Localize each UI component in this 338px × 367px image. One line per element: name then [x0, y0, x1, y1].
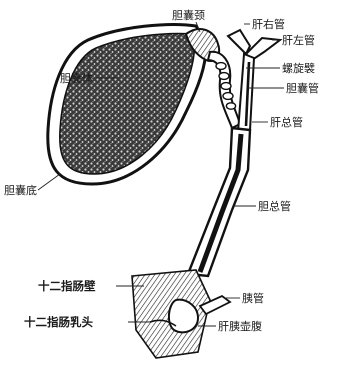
label-pancreatic-duct: 胰管	[242, 292, 264, 305]
right-hepatic-duct-shape	[228, 30, 250, 54]
label-cystic-duct: 胆囊管	[286, 82, 319, 95]
label-common-hepatic-duct: 肝总管	[270, 116, 303, 129]
label-gallbladder-body: 胆囊体	[60, 72, 93, 85]
label-duodenal-papilla: 十二指肠乳头	[24, 316, 93, 329]
label-duodenal-wall: 十二指肠壁	[38, 280, 96, 293]
label-gallbladder-neck: 胆囊颈	[172, 9, 205, 22]
label-spiral-fold: 螺旋襞	[282, 62, 315, 75]
label-gallbladder-fundus: 胆囊底	[4, 184, 37, 197]
duodenum	[132, 270, 230, 358]
common-bile-duct-shape	[188, 128, 250, 276]
label-left-hepatic-duct: 肝左管	[282, 34, 315, 47]
label-right-hepatic-duct: 肝右管	[252, 18, 285, 31]
label-common-bile-duct: 胆总管	[258, 200, 291, 213]
label-hepatopancreatic-ampulla: 肝胰壶腹	[218, 320, 262, 333]
gallbladder	[48, 25, 206, 184]
